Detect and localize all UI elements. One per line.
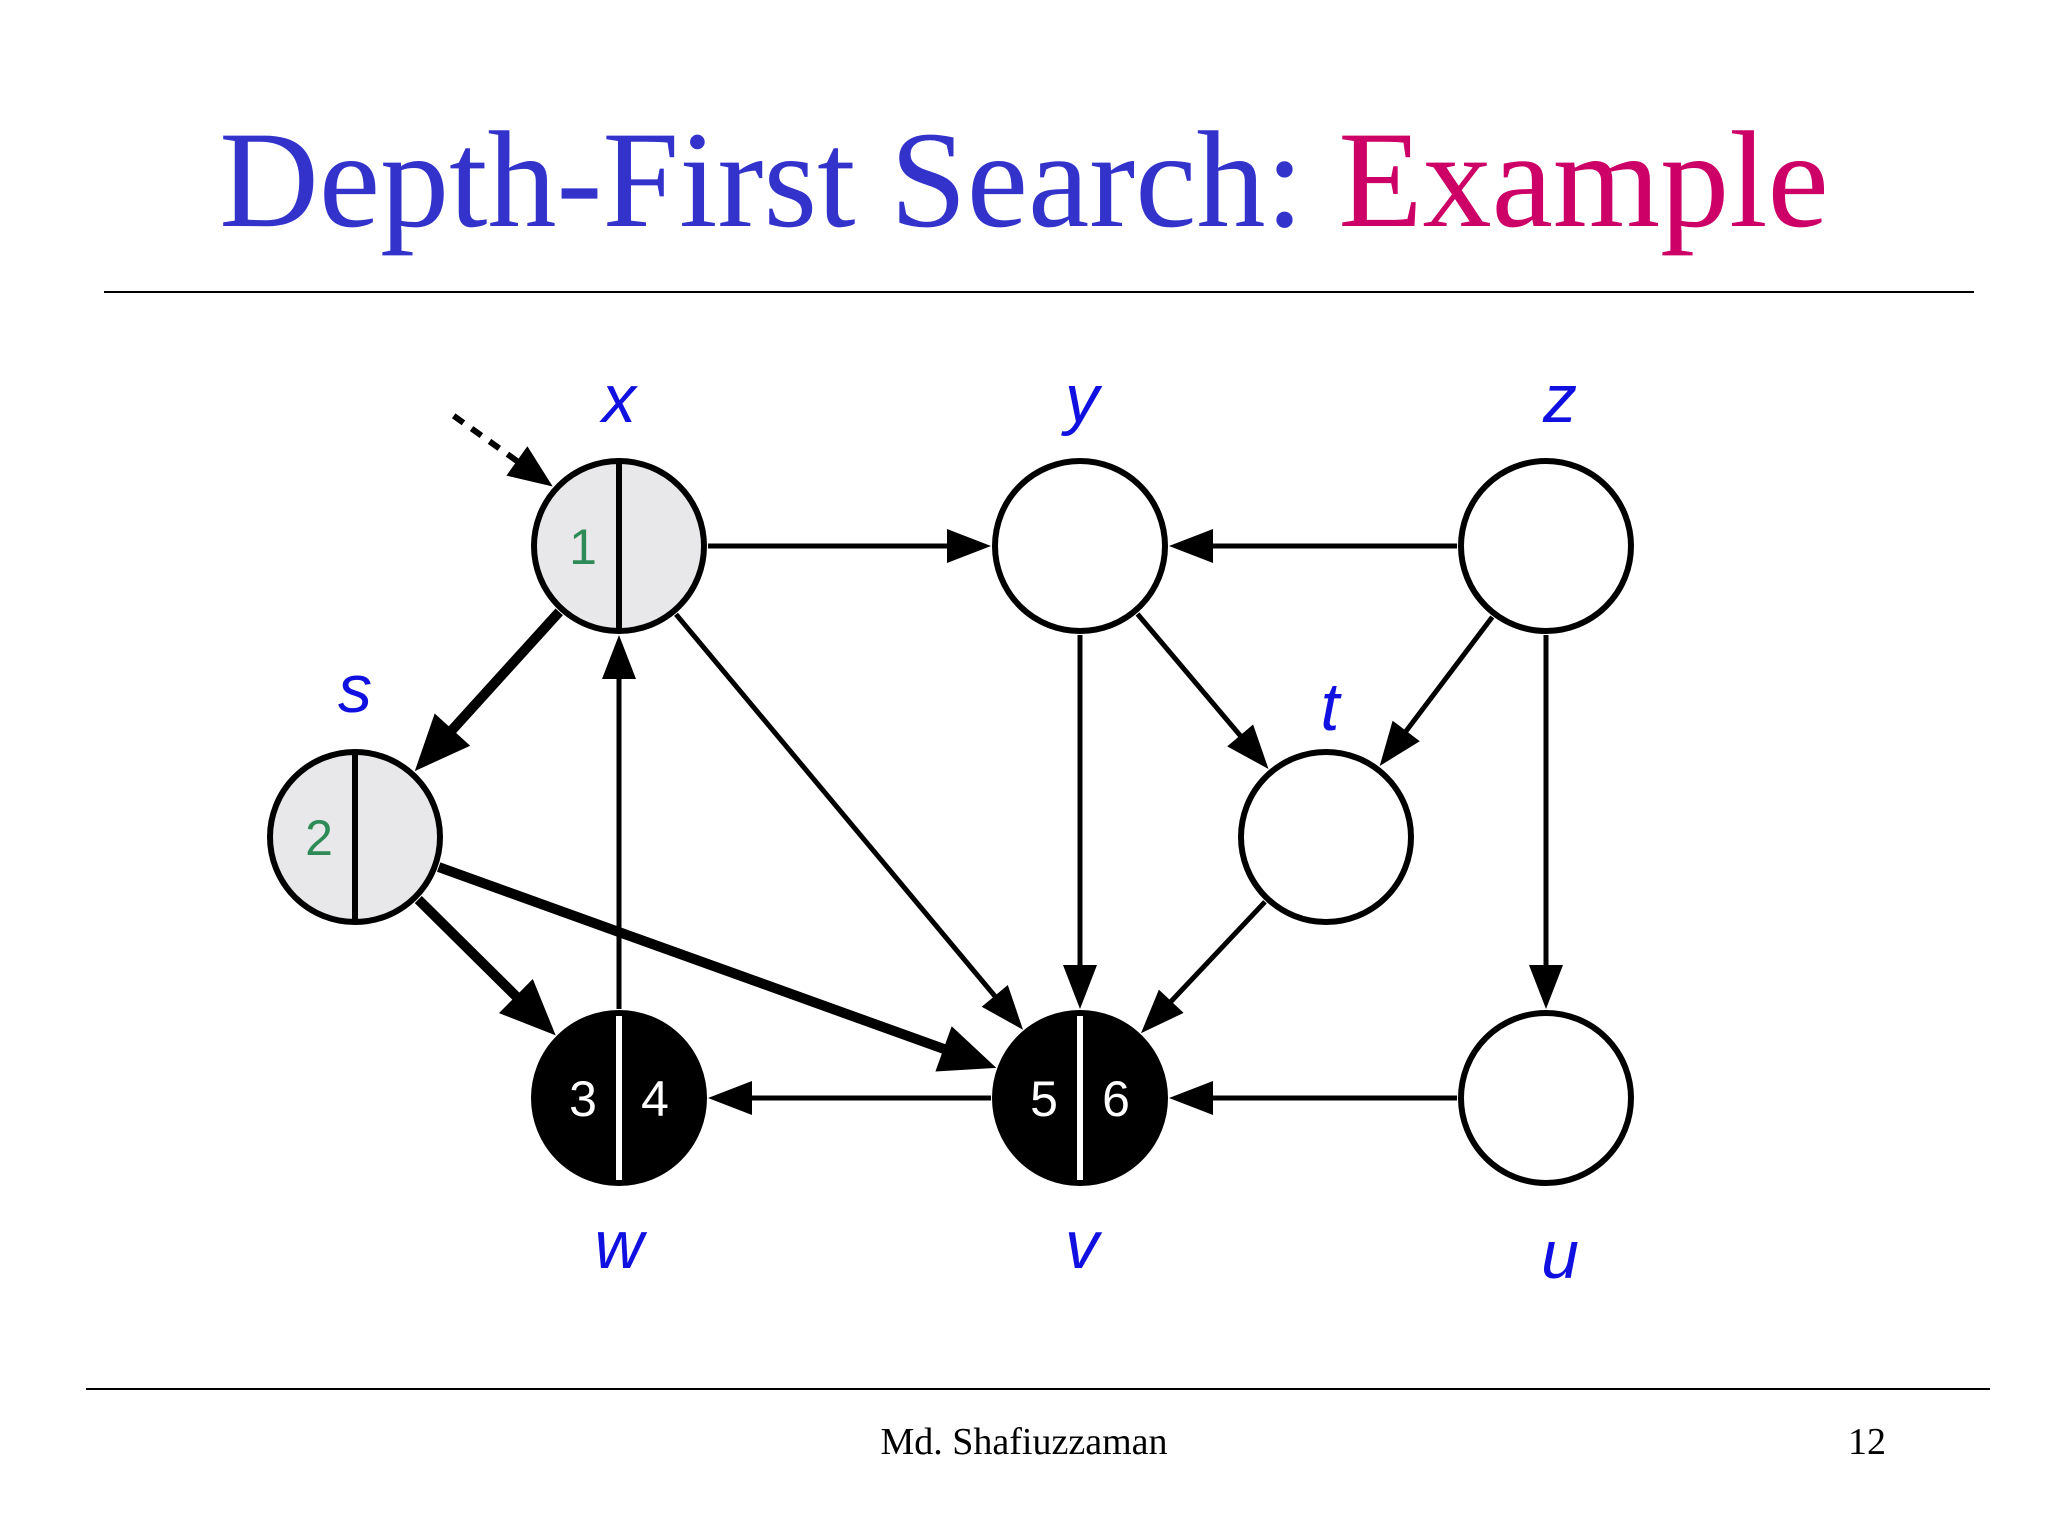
edge-line-x-v (674, 612, 1000, 1001)
title-accent: Example (1338, 103, 1829, 256)
node-x: 1 (531, 458, 707, 634)
edge-x-y (708, 529, 991, 563)
edge-arrowhead-t-v (1141, 989, 1184, 1034)
node-y (992, 458, 1168, 634)
edge-line-t-v (1166, 900, 1267, 1006)
node-label-x: x (599, 361, 638, 437)
edge-line-s-w (414, 896, 523, 1003)
start-marker-arrowhead (506, 446, 553, 487)
edge-arrowhead-u-v (1169, 1081, 1213, 1115)
node-circle-u (1458, 1010, 1634, 1186)
discovery-time-s: 2 (305, 810, 333, 866)
start-marker-arrow (451, 413, 553, 487)
edge-line-y-t (1135, 612, 1245, 741)
edge-arrowhead-x-y (947, 529, 991, 563)
edge-z-y (1169, 529, 1457, 563)
node-t (1238, 749, 1414, 925)
edge-s-v (437, 862, 997, 1072)
node-circle-y (992, 458, 1168, 634)
labels-layer: x y z s t w v u (338, 361, 1579, 1293)
edge-z-t (1379, 615, 1495, 766)
edge-x-s (414, 608, 563, 772)
edge-v-w (708, 1081, 991, 1115)
finish-time-w: 4 (641, 1071, 669, 1127)
slide-title: Depth-First Search: Example (0, 100, 2048, 260)
edge-u-v (1169, 1081, 1457, 1115)
page-number: 12 (1848, 1421, 1886, 1463)
edge-w-x (602, 635, 636, 1009)
edge-arrowhead-w-x (602, 635, 636, 679)
edge-arrowhead-s-w (499, 979, 556, 1036)
bottom-divider (86, 1388, 1990, 1390)
edge-arrowhead-x-s (414, 713, 471, 772)
edge-arrowhead-y-v (1063, 965, 1097, 1009)
node-label-z: z (1542, 361, 1577, 437)
node-circle-t (1238, 749, 1414, 925)
edge-line-s-v (437, 862, 949, 1055)
node-s: 2 (267, 749, 443, 925)
discovery-time-x: 1 (569, 519, 597, 575)
node-label-y: y (1061, 361, 1103, 437)
finish-time-v: 6 (1102, 1071, 1130, 1127)
title-main: Depth-First Search: (219, 103, 1339, 256)
edge-line-x-s (445, 608, 563, 736)
edge-arrowhead-y-t (1227, 724, 1269, 769)
edge-arrowhead-s-v (935, 1026, 997, 1072)
start-marker-line (451, 413, 522, 466)
discovery-time-v: 5 (1030, 1071, 1058, 1127)
node-label-t: t (1321, 669, 1343, 745)
edge-arrowhead-x-v (981, 985, 1023, 1030)
start-marker-layer (451, 413, 553, 487)
top-divider (104, 291, 1974, 293)
node-label-u: u (1541, 1217, 1579, 1293)
node-label-w: w (594, 1207, 647, 1283)
footer-author: Md. Shafiuzzaman (880, 1421, 1168, 1463)
node-circle-z (1458, 458, 1634, 634)
edge-arrowhead-z-y (1169, 529, 1213, 563)
edge-line-z-t (1401, 615, 1495, 736)
node-label-s: s (338, 651, 372, 727)
edge-y-t (1135, 612, 1269, 769)
edge-t-v (1141, 900, 1267, 1034)
edge-s-w (414, 896, 556, 1036)
edges-layer (414, 529, 1563, 1115)
edge-arrowhead-z-t (1379, 720, 1420, 766)
discovery-time-w: 3 (569, 1071, 597, 1127)
edge-arrowhead-v-w (708, 1081, 752, 1115)
edge-z-u (1529, 635, 1563, 1009)
node-label-v: v (1065, 1207, 1103, 1283)
edge-x-v (674, 612, 1023, 1030)
node-u (1458, 1010, 1634, 1186)
node-z (1458, 458, 1634, 634)
edge-y-v (1063, 635, 1097, 1009)
edge-arrowhead-z-u (1529, 965, 1563, 1009)
